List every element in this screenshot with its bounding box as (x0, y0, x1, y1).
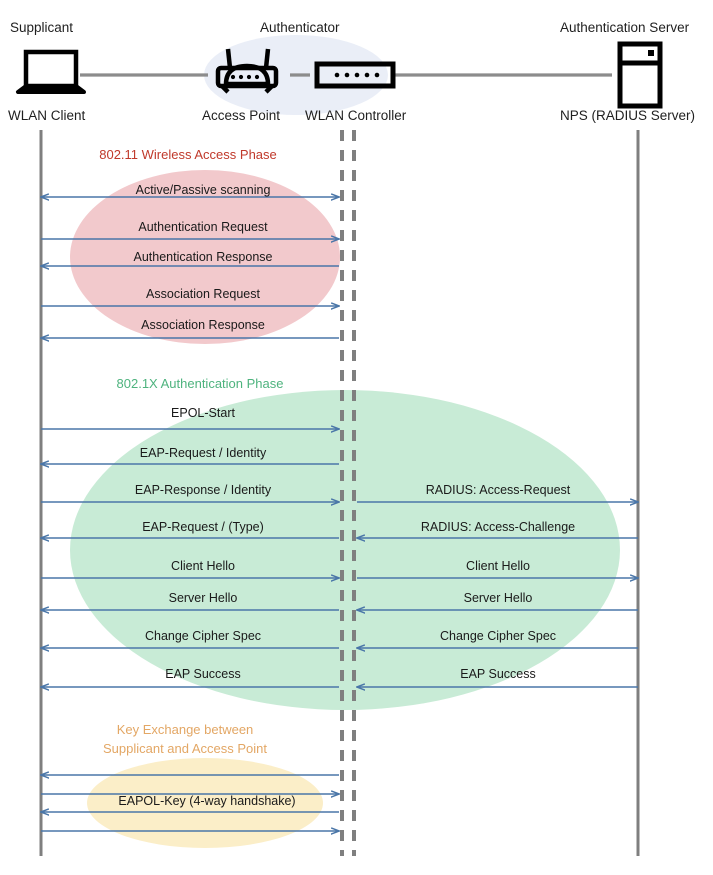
msg-label-radius-access-challenge: RADIUS: Access-Challenge (420, 520, 576, 534)
phase-label-key-exchange-line1: Key Exchange between (116, 722, 254, 737)
msg-label-eap-request-identity: EAP-Request / Identity (139, 446, 267, 460)
msg-label-authentication-request: Authentication Request (138, 220, 268, 234)
msg-label-client-hello-left: Client Hello (171, 559, 235, 573)
msg-label-server-hello-left: Server Hello (168, 591, 238, 605)
msg-label-association-response: Association Response (141, 318, 265, 332)
node-label-access-point: Access Point (202, 108, 281, 123)
msg-label-eap-success-left: EAP Success (165, 667, 241, 681)
node-label-wlan-client: WLAN Client (8, 108, 86, 123)
msg-label-client-hello-right: Client Hello (466, 559, 530, 573)
phase-label-key-exchange-line2: Supplicant and Access Point (102, 741, 268, 756)
phase-label-dot1x-authentication: 802.1X Authentication Phase (116, 376, 284, 391)
phase-label-wireless-access: 802.11 Wireless Access Phase (99, 147, 277, 162)
msg-label-eapol-start: EPOL-Start (171, 406, 235, 420)
msg-label-radius-access-request: RADIUS: Access-Request (425, 483, 571, 497)
wireless-router-icon (215, 48, 279, 94)
node-label-nps-server: NPS (RADIUS Server) (560, 108, 696, 123)
dot1x-phase-ellipse (70, 390, 620, 710)
laptop-icon (23, 49, 79, 89)
msg-label-active-passive-scanning: Active/Passive scanning (135, 183, 271, 197)
network-switch-icon (314, 61, 396, 89)
msg-label-eapol-key-handshake: EAPOL-Key (4-way handshake) (118, 794, 296, 808)
role-title-supplicant: Supplicant (10, 20, 74, 35)
msg-label-eap-success-right: EAP Success (460, 667, 536, 681)
key-exchange-phase-ellipse (87, 758, 323, 848)
role-title-authenticator: Authenticator (260, 20, 340, 35)
laptop-base-icon (16, 84, 86, 94)
msg-label-eap-response-identity: EAP-Response / Identity (134, 483, 272, 497)
msg-label-change-cipher-spec-left: Change Cipher Spec (144, 629, 262, 643)
node-label-wlan-controller: WLAN Controller (305, 108, 407, 123)
msg-label-association-request: Association Request (146, 287, 260, 301)
msg-label-change-cipher-spec-right: Change Cipher Spec (439, 629, 557, 643)
msg-label-eap-request-type: EAP-Request / (Type) (142, 520, 264, 534)
role-title-authentication-server: Authentication Server (560, 20, 690, 35)
server-icon (617, 41, 663, 109)
wireless-phase-ellipse (70, 170, 340, 344)
msg-label-server-hello-right: Server Hello (463, 591, 533, 605)
msg-label-authentication-response: Authentication Response (133, 250, 273, 264)
